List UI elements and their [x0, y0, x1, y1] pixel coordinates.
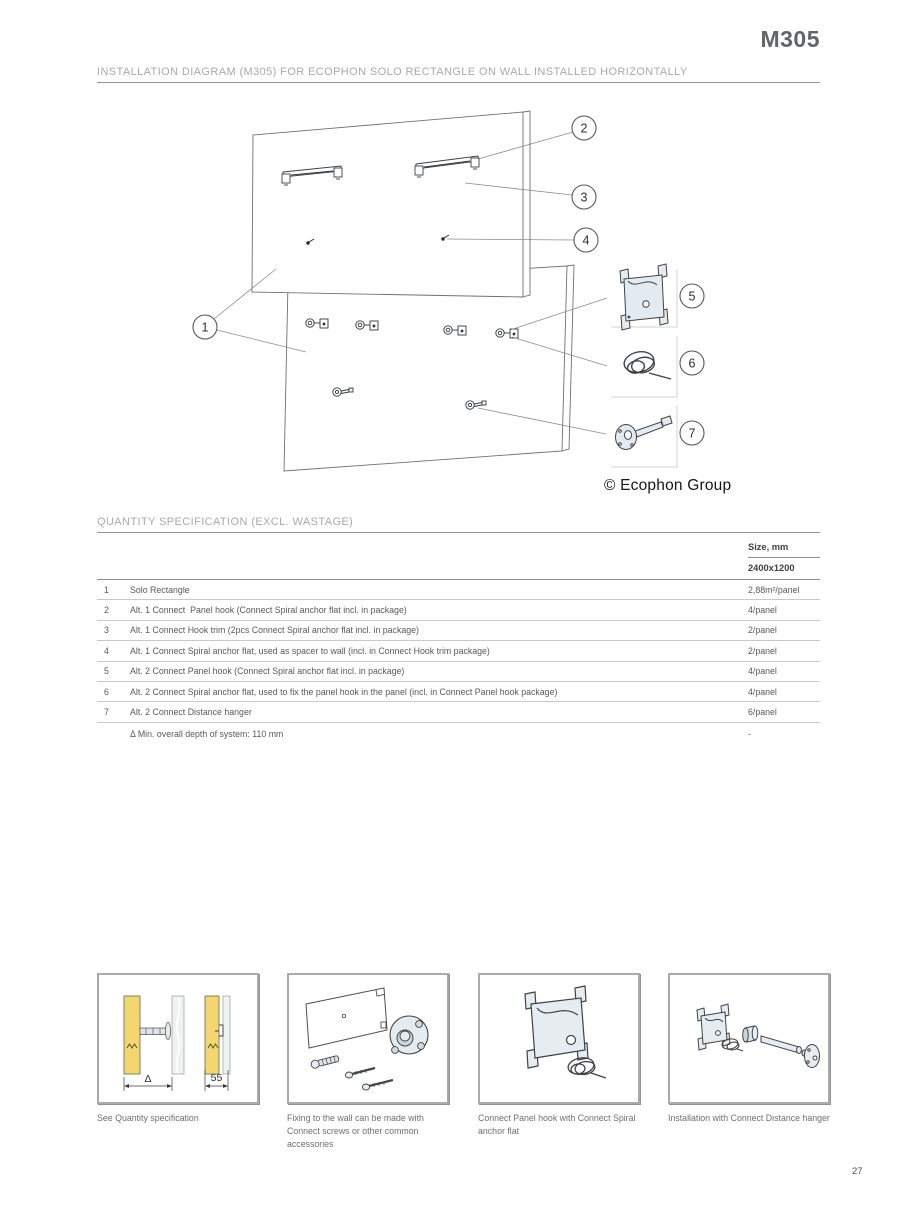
row-description: Alt. 1 Connect Hook trim (2pcs Connect S… [130, 625, 419, 636]
callouts: 1 2 3 4 5 6 7 [192, 115, 705, 446]
row-number: 5 [104, 666, 109, 677]
figure-caption: Connect Panel hook with Connect Spiral a… [478, 1113, 636, 1137]
table-footnote-row: Δ Min. overall depth of system: 110 mm - [97, 723, 820, 745]
svg-text:4: 4 [583, 234, 590, 248]
installation-diagram: 1 2 3 4 5 6 7 [192, 110, 705, 472]
size-column-header: Size, mm [748, 540, 820, 558]
detail-spiral-anchor [623, 351, 672, 380]
installation-heading: INSTALLATION DIAGRAM (M305) FOR ECOPHON … [97, 66, 820, 83]
row-quantity: 4/panel [748, 605, 777, 616]
footnote-quantity: - [748, 728, 751, 739]
wall-fixing-diagram [305, 987, 429, 1091]
footnote-text: Δ Min. overall depth of system: 110 mm [130, 728, 284, 739]
page-number: 27 [852, 1166, 863, 1177]
row-quantity: 4/panel [748, 666, 777, 677]
figure-box [478, 973, 640, 1104]
figure-caption: Fixing to the wall can be made with Conn… [287, 1113, 424, 1150]
detail-frames [611, 270, 678, 468]
row-description: Solo Rectangle [130, 584, 190, 595]
leader-lines [213, 131, 608, 435]
row-number: 1 [104, 584, 109, 595]
figure-panel-hook: Connect Panel hook with Connect Spiral a… [478, 973, 640, 1138]
figure-box: Δ 55 [97, 973, 259, 1104]
detail-panel-hook [619, 263, 669, 331]
detail-distance-hanger [615, 415, 673, 450]
table-row: 1 Solo Rectangle 2,88m²/panel [97, 580, 820, 601]
size-column-value: 2400x1200 [748, 563, 795, 573]
distance-hanger-diagram [696, 1003, 820, 1068]
hook-trim-rail-right [414, 155, 480, 178]
panel-hook-diagram [524, 985, 607, 1079]
row-number: 3 [104, 625, 109, 636]
spacing-diagram: Δ 55 [123, 995, 231, 1091]
svg-text:6: 6 [689, 357, 696, 371]
quantity-heading: QUANTITY SPECIFICATION (EXCL. WASTAGE) [97, 516, 820, 533]
callout-6: 6 [679, 350, 705, 376]
figure-caption: See Quantity specification [97, 1113, 199, 1123]
row-number: 2 [104, 605, 109, 616]
svg-text:Δ: Δ [144, 1073, 151, 1085]
quantity-table: Size, mm 2400x1200 1 Solo Rectangle 2,88… [97, 540, 820, 745]
figure-distance-hanger: Installation with Connect Distance hange… [668, 973, 830, 1125]
table-row: 7 Alt. 2 Connect Distance hanger 6/panel [97, 702, 820, 723]
row-description: Alt. 2 Connect Spiral anchor flat, used … [130, 686, 558, 697]
callout-4: 4 [573, 227, 599, 253]
figure-quantity-spec: Δ 55 See Quantity specification [97, 973, 259, 1125]
svg-text:55: 55 [211, 1072, 223, 1084]
table-row: 2 Alt. 1 Connect Panel hook (Connect Spi… [97, 600, 820, 621]
lower-panel [283, 264, 575, 472]
callout-7: 7 [679, 420, 705, 446]
hook-trim-rail-left [281, 165, 343, 186]
row-description: Alt. 1 Connect Panel hook (Connect Spira… [130, 605, 407, 616]
row-number: 4 [104, 645, 109, 656]
table-header: Size, mm 2400x1200 [97, 540, 820, 579]
row-number: 7 [104, 707, 109, 718]
svg-text:1: 1 [202, 321, 209, 335]
table-row: 4 Alt. 1 Connect Spiral anchor flat, use… [97, 641, 820, 662]
svg-text:7: 7 [689, 427, 696, 441]
figure-box [287, 973, 449, 1104]
svg-text:2: 2 [581, 122, 588, 136]
row-quantity: 2,88m²/panel [748, 584, 800, 595]
row-description: Alt. 2 Connect Distance hanger [130, 707, 252, 718]
callout-2: 2 [571, 115, 597, 141]
screw-marker-left [306, 238, 315, 245]
row-quantity: 6/panel [748, 707, 777, 718]
callout-3: 3 [571, 184, 597, 210]
figure-wall-fixing: Fixing to the wall can be made with Conn… [287, 973, 449, 1152]
table-row: 5 Alt. 2 Connect Panel hook (Connect Spi… [97, 662, 820, 682]
upper-panel [251, 110, 531, 298]
figure-box [668, 973, 830, 1104]
callout-5: 5 [679, 283, 705, 309]
distance-hangers [332, 387, 487, 410]
copyright-text: © Ecophon Group [604, 477, 732, 494]
row-description: Alt. 1 Connect Spiral anchor flat, used … [130, 645, 490, 656]
callout-1: 1 [192, 314, 218, 340]
row-quantity: 4/panel [748, 686, 777, 697]
screw-marker-right [441, 234, 450, 241]
figure-caption: Installation with Connect Distance hange… [668, 1113, 830, 1123]
doc-code: M305 [760, 26, 820, 52]
row-quantity: 2/panel [748, 625, 777, 636]
svg-text:5: 5 [689, 290, 696, 304]
table-row: 6 Alt. 2 Connect Spiral anchor flat, use… [97, 682, 820, 703]
row-number: 6 [104, 686, 109, 697]
table-header-divider [97, 579, 820, 580]
svg-text:3: 3 [581, 191, 588, 205]
table-row: 3 Alt. 1 Connect Hook trim (2pcs Connect… [97, 621, 820, 642]
row-quantity: 2/panel [748, 645, 777, 656]
row-description: Alt. 2 Connect Panel hook (Connect Spira… [130, 666, 405, 677]
